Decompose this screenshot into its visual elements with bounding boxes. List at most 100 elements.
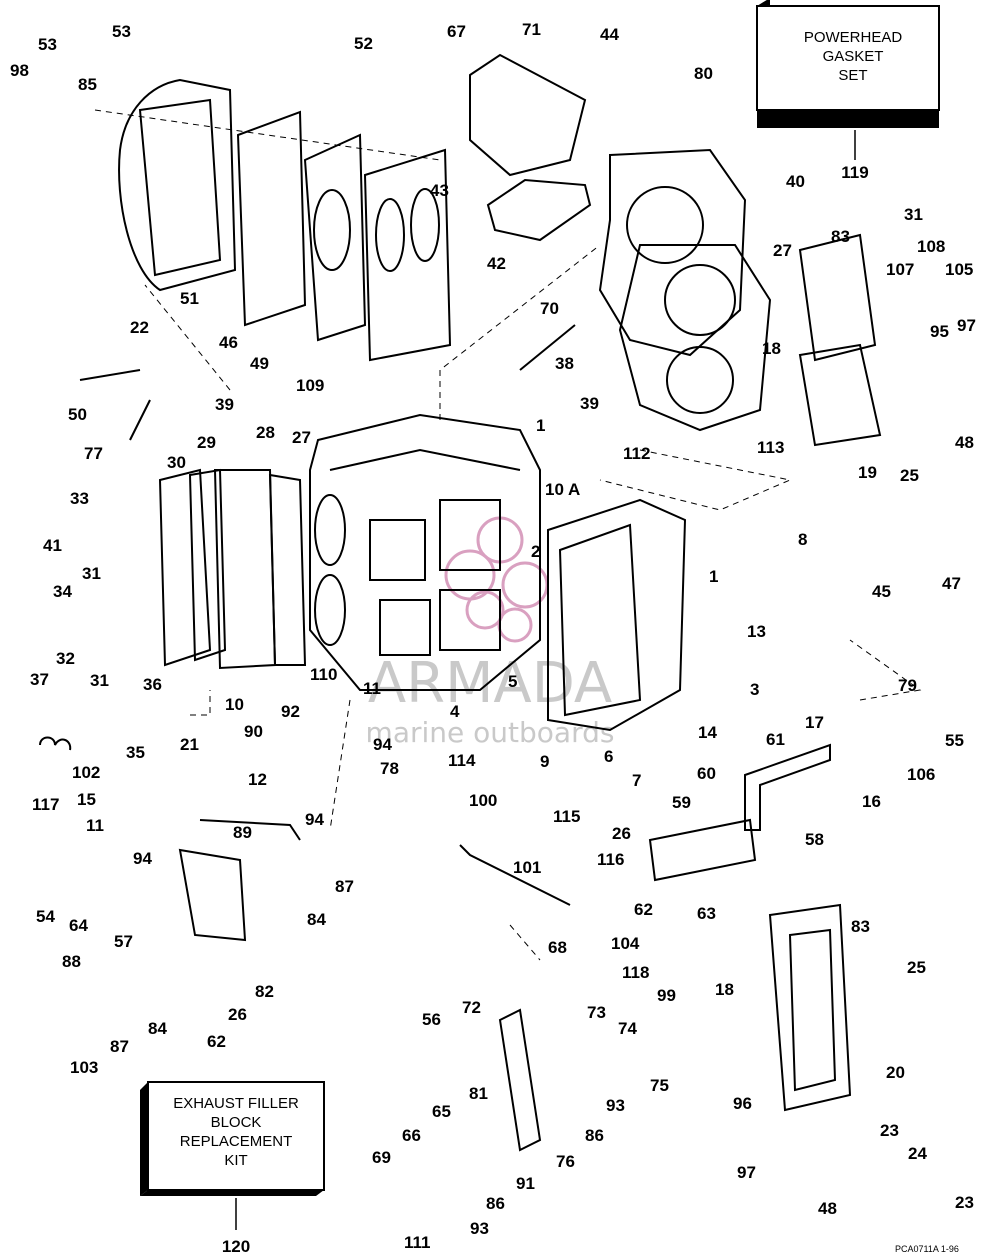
callout: 29 (197, 433, 216, 452)
callout: 97 (957, 316, 976, 335)
callout: 32 (56, 649, 75, 668)
callout: 23 (955, 1193, 974, 1212)
callout: 1 (536, 416, 545, 435)
callout: 69 (372, 1148, 391, 1167)
callout: 43 (430, 181, 449, 200)
callout: 17 (805, 713, 824, 732)
callout: 18 (715, 980, 734, 999)
callout: 13 (747, 622, 766, 641)
exhaust-plate-gasket-part (363, 148, 452, 362)
callout: 46 (219, 333, 238, 352)
callout: 100 (469, 791, 497, 810)
callout: 79 (898, 676, 917, 695)
callout: 83 (851, 917, 870, 936)
clip-part (39, 736, 72, 751)
callout: 88 (62, 952, 81, 971)
callout: 20 (886, 1063, 905, 1082)
callout: 86 (585, 1126, 604, 1145)
callout: 37 (30, 670, 49, 689)
callout: 95 (930, 322, 949, 341)
callout: 103 (70, 1058, 98, 1077)
callout: 10 A (545, 480, 580, 499)
callout: 31 (90, 671, 109, 690)
kit-part-number: 120 (222, 1237, 250, 1256)
callout: 64 (69, 916, 88, 935)
callout: 118 (622, 963, 649, 982)
callout: 27 (292, 428, 311, 447)
reference-code: PCA0711A 1-96 (895, 1244, 959, 1254)
callout: 39 (215, 395, 234, 414)
callout: 16 (862, 792, 881, 811)
callout: 86 (486, 1194, 505, 1213)
callout: 89 (233, 823, 252, 842)
exhaust-plate-part (303, 133, 367, 342)
callout: 85 (78, 75, 97, 94)
callout: 51 (180, 289, 199, 308)
shift-lever-part (648, 818, 757, 882)
callout: 62 (634, 900, 653, 919)
callout: 94 (305, 810, 324, 829)
callout: 21 (180, 735, 199, 754)
callout: 117 (32, 795, 59, 814)
parts-drawing (39, 53, 882, 1152)
thermostat-gasket-part (486, 178, 592, 242)
kit-part-number: 119 (841, 163, 868, 182)
exhaust-cover-part (118, 78, 237, 292)
callout: 10 (225, 695, 244, 714)
callout: 34 (53, 582, 72, 601)
throttle-arm-part (498, 1008, 542, 1152)
callout: 53 (38, 35, 57, 54)
exhaust-filler-block-part (178, 848, 247, 942)
callout: 9 (540, 752, 549, 771)
callout: 45 (872, 582, 891, 601)
callout: 74 (618, 1019, 637, 1038)
callout: 62 (207, 1032, 226, 1051)
callout: 104 (611, 934, 640, 953)
kit-box-line: SET (838, 67, 867, 84)
callout: 14 (698, 723, 717, 742)
callout: 92 (281, 702, 300, 721)
powerhead-gasket-kit: POWERHEAD GASKET SET 119 (756, 0, 940, 182)
callout: 35 (126, 743, 145, 762)
link-rod-part (199, 819, 301, 841)
callout: 84 (148, 1019, 167, 1038)
callout: 77 (84, 444, 103, 463)
cable-part (79, 369, 141, 381)
callout: 107 (886, 260, 914, 279)
callout: 6 (604, 747, 613, 766)
callout: 94 (133, 849, 152, 868)
callout: 33 (70, 489, 89, 508)
callout: 90 (244, 722, 263, 741)
callout: 11 (363, 679, 381, 698)
callout: 24 (908, 1144, 927, 1163)
callout: 110 (310, 665, 337, 684)
callout: 15 (77, 790, 96, 809)
hose-part (129, 399, 151, 441)
watermark-tagline: marine outboards (366, 716, 615, 749)
callout: 47 (942, 574, 961, 593)
bracket-part (744, 743, 831, 831)
callout: 71 (522, 20, 541, 39)
callout: 7 (632, 771, 641, 790)
callout: 114 (448, 751, 476, 770)
crankcase-block-part (309, 413, 541, 691)
callout: 102 (72, 763, 100, 782)
callout: 25 (907, 958, 926, 977)
callout: 38 (555, 354, 574, 373)
callout: 53 (112, 22, 131, 41)
callout: 60 (697, 764, 716, 783)
callout: 97 (737, 1163, 756, 1182)
callout: 113 (757, 438, 784, 457)
callout: 44 (600, 25, 619, 44)
kit-box-line: GASKET (823, 48, 884, 65)
callout: 40 (786, 172, 805, 191)
callout: 87 (110, 1037, 129, 1056)
callout: 80 (694, 64, 713, 83)
callout: 63 (697, 904, 716, 923)
callout: 39 (580, 394, 599, 413)
callout: 28 (256, 423, 275, 442)
callout: 5 (508, 672, 517, 691)
callout: 72 (462, 998, 481, 1017)
kit-box-line: EXHAUST FILLER (173, 1095, 299, 1112)
crankcase-cover-part (547, 498, 687, 732)
